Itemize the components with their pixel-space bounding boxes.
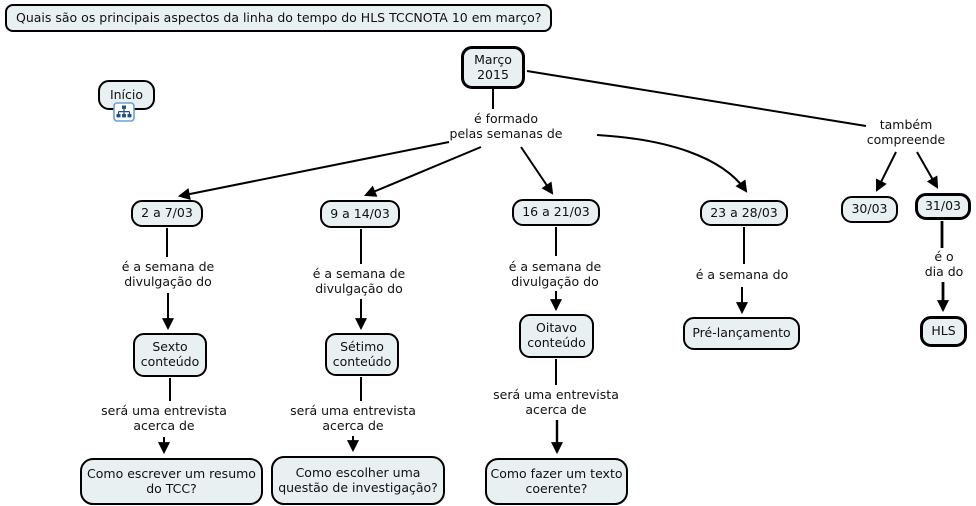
- linking-phrase-entrevista-1[interactable]: será uma entrevista acerca de: [101, 403, 227, 433]
- concept-week-23-a-28-03[interactable]: 23 a 28/03: [700, 200, 788, 226]
- concept-sexto-conteudo[interactable]: Sexto conteúdo: [133, 333, 207, 377]
- concept-como-escrever-resumo-tcc[interactable]: Como escrever um resumo do TCC?: [80, 458, 263, 505]
- linking-phrase-e-o-dia-do[interactable]: é o dia do: [924, 249, 964, 279]
- concept-pre-lancamento[interactable]: Pré-lançamento: [683, 317, 800, 350]
- linking-phrase-e-formado-pelas-semanas-de[interactable]: é formado pelas semanas de: [449, 111, 563, 141]
- linking-phrase-semana-divulgacao-1[interactable]: é a semana de divulgação do: [121, 259, 215, 289]
- concept-como-fazer-texto-coerente[interactable]: Como fazer um texto coerente?: [485, 458, 628, 505]
- linking-phrase-semana-divulgacao-2[interactable]: é a semana de divulgação do: [312, 266, 406, 296]
- concept-week-2-a-7-03[interactable]: 2 a 7/03: [131, 200, 203, 227]
- concept-setimo-conteudo[interactable]: Sétimo conteúdo: [325, 333, 399, 376]
- linked-cmap-icon[interactable]: [113, 102, 135, 122]
- concept-week-9-a-14-03[interactable]: 9 a 14/03: [320, 200, 400, 228]
- concept-hls[interactable]: HLS: [920, 316, 967, 347]
- concept-week-16-a-21-03[interactable]: 16 a 21/03: [512, 199, 600, 226]
- linking-phrase-e-a-semana-do[interactable]: é a semana do: [695, 267, 789, 282]
- focus-question-node[interactable]: Quais são os principais aspectos da linh…: [5, 4, 553, 32]
- concept-inicio[interactable]: Início: [98, 80, 155, 110]
- concept-day-30-03[interactable]: 30/03: [841, 196, 898, 223]
- linking-phrase-entrevista-3[interactable]: será uma entrevista acerca de: [493, 387, 619, 417]
- concept-marco-2015[interactable]: Março 2015: [461, 46, 525, 89]
- concept-como-escolher-questao[interactable]: Como escolher uma questão de investigaçã…: [271, 456, 445, 505]
- concept-oitavo-conteudo[interactable]: Oitavo conteúdo: [519, 314, 594, 358]
- linking-phrase-semana-divulgacao-3[interactable]: é a semana de divulgação do: [508, 259, 602, 289]
- linking-phrase-entrevista-2[interactable]: será uma entrevista acerca de: [290, 403, 416, 433]
- concept-day-31-03[interactable]: 31/03: [915, 193, 971, 220]
- linking-phrase-tambem-compreende[interactable]: também compreende: [866, 117, 946, 147]
